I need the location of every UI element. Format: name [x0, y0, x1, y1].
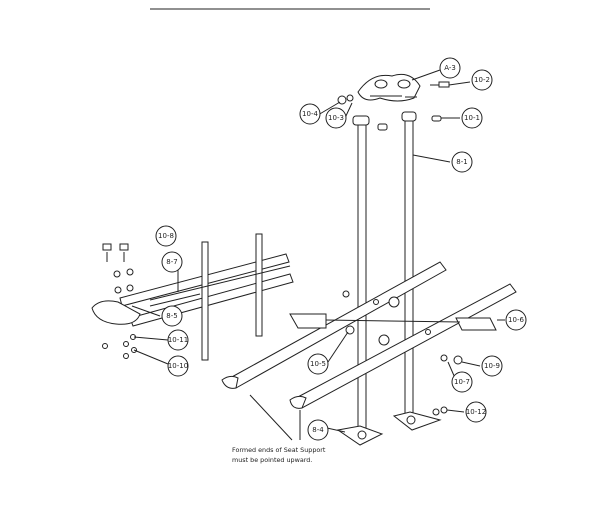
callout-10-2: 10-2 [471, 69, 493, 91]
left-seat-frame [91, 233, 294, 361]
callout-8-1: 8-1 [451, 151, 473, 173]
callout-10-9: 10-9 [481, 355, 503, 377]
callout-label-10-2: 10-2 [474, 76, 490, 84]
callout-10-7: 10-7 [451, 371, 473, 393]
callout-label-10-9: 10-9 [484, 362, 500, 370]
callout-10-6: 10-6 [505, 309, 527, 331]
callout-8-5: 8-5 [161, 305, 183, 327]
callout-8-4: 8-4 [307, 419, 329, 441]
callout-label-10-3: 10-3 [328, 114, 344, 122]
base-feet [336, 408, 442, 446]
leader-lines [131, 69, 505, 433]
assembly-note-line2: must be pointed upward. [232, 456, 312, 464]
callout-label-10-7: 10-7 [454, 378, 470, 386]
callout-label-10-8: 10-8 [158, 232, 174, 240]
callout-10-5: 10-5 [307, 353, 329, 375]
callout-10-1: 10-1 [461, 107, 483, 129]
callout-label-10-1: 10-1 [464, 114, 480, 122]
callout-label-10-12: 10-12 [466, 408, 486, 416]
callout-10-11: 10-11 [167, 329, 189, 351]
callout-a3: A-3 [439, 57, 461, 79]
callout-10-4: 10-4 [299, 103, 321, 125]
callout-label-a3: A-3 [444, 64, 456, 72]
callout-label-10-10: 10-10 [168, 362, 188, 370]
top-clamp-assembly [337, 73, 450, 105]
left-hardware [102, 243, 137, 359]
callout-10-10: 10-10 [167, 355, 189, 377]
callout-label-8-1: 8-1 [456, 158, 467, 166]
callout-10-3: 10-3 [325, 107, 347, 129]
callout-label-8-4: 8-4 [312, 426, 324, 434]
callout-label-8-7: 8-7 [166, 258, 177, 266]
callout-label-10-5: 10-5 [310, 360, 326, 368]
callout-label-10-11: 10-11 [168, 336, 188, 344]
callout-10-12: 10-12 [465, 401, 487, 423]
cross-brackets [289, 290, 497, 414]
callout-8-7: 8-7 [161, 251, 183, 273]
callout-10-8: 10-8 [155, 225, 177, 247]
callout-label-10-4: 10-4 [302, 110, 318, 118]
assembly-note-line1: Formed ends of Seat Support [232, 446, 326, 454]
callout-label-8-5: 8-5 [166, 312, 177, 320]
callout-label-10-6: 10-6 [508, 316, 524, 324]
